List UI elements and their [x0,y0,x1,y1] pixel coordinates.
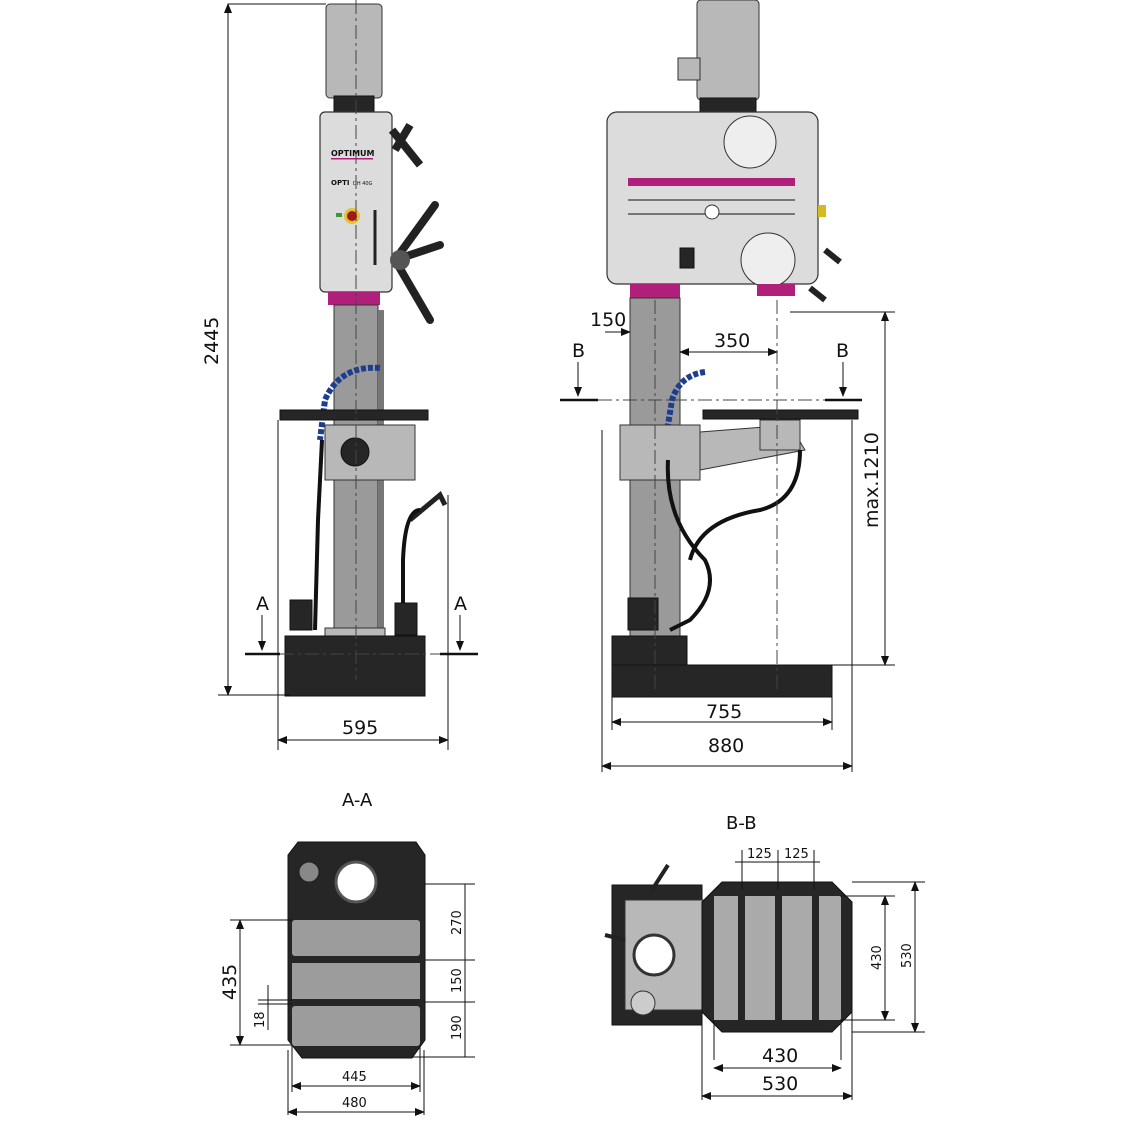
section-b-b-title: B-B [726,813,757,834]
head-stripe [628,178,795,186]
head-handle-top [388,122,424,168]
section-b-b: B-B 125 125 430 530 430 530 [604,813,925,1100]
machine-base [611,664,833,698]
table-slot-segment [819,896,841,1020]
switch-box [394,602,418,636]
table-crank [408,491,448,522]
logo-brand: OPTIMUM [331,149,375,158]
slot-gap-bottom-dimension: 190 [450,1015,465,1040]
table-width-outer-dimension: 530 [762,1073,798,1095]
section-b-label-left: B [572,340,585,362]
quill-collar [328,292,380,305]
reach-dimension: 350 [714,330,750,352]
table-depth-outer-dimension: 530 [900,943,915,968]
base-table-segment [292,1006,420,1046]
slot-spacing-dimension: 150 [450,968,465,993]
gauge [704,204,720,220]
logo-model-prefix: OPTI [331,179,349,187]
work-table [279,409,429,421]
table-bracket [324,424,416,481]
table-support [759,419,801,451]
oil-sight [818,205,826,217]
coolant-pump [289,599,313,631]
feed-handle [808,247,842,303]
logo-stripe [331,158,373,160]
section-a-a: A-A 270 150 190 435 18 445 480 [219,790,475,1116]
width-dimension: 595 [342,717,378,739]
power-cable [688,449,802,561]
motor [696,0,760,101]
slot-span-dimension: 435 [219,964,241,1000]
coolant-hose [317,364,381,441]
feed-hub-cover [740,232,796,288]
coolant-pump [627,597,659,631]
motor-terminal-box [677,57,701,81]
column-collar [630,284,680,298]
side-view: 150 350 B B max.1210 755 880 [560,0,895,772]
slot-width-dimension: 18 [253,1011,268,1028]
column-bore [632,933,676,977]
table-depth-inner-dimension: 430 [870,945,885,970]
quill-collar [757,284,795,296]
table-width-inner-dimension: 430 [762,1045,798,1067]
gearbox-cover [723,115,777,169]
motor [325,3,383,99]
slot-right-dimension: 125 [784,847,809,862]
offset-dimension: 150 [590,309,626,331]
motor-flange [699,97,757,113]
table-bracket [619,424,701,481]
front-view: OPTIMUM OPTI DH 40G 2445 A A [201,0,478,750]
clamp-levers [604,863,670,942]
section-a-a-title: A-A [342,790,373,811]
machine-base [284,635,426,697]
coolant-port [630,990,656,1016]
table-clamp [340,437,370,467]
column-bore [334,860,378,904]
coolant-cable [665,459,712,632]
base-table-segment [292,920,420,956]
coolant-port [298,861,320,883]
slot-left-dimension: 125 [747,847,772,862]
overall-length-dimension: 880 [708,735,744,757]
base-length-dimension: 755 [706,701,742,723]
table-top [701,881,853,1033]
max-height-dimension: max.1210 [861,432,883,528]
inner-width-dimension: 445 [342,1070,367,1085]
base-table-segment [292,963,420,999]
slot-gap-top-dimension: 270 [450,910,465,935]
start-button [336,213,342,217]
emergency-stop-button [347,211,357,221]
section-a-label-right: A [454,593,467,615]
table-slot-segment [745,896,775,1020]
table-slot-segment [714,896,738,1020]
logo-model: DH 40G [353,181,373,187]
section-b-label-right: B [836,340,849,362]
motor-flange [333,95,375,113]
feed-handle [390,201,444,324]
coolant-cable [313,439,324,631]
gear-selector [679,247,695,269]
section-a-label-left: A [256,593,269,615]
height-dimension: 2445 [201,317,223,365]
work-table [702,409,859,420]
table-slot-segment [782,896,812,1020]
outer-width-dimension: 480 [342,1096,367,1111]
coolant-hose [665,369,706,426]
power-cable [401,508,421,605]
